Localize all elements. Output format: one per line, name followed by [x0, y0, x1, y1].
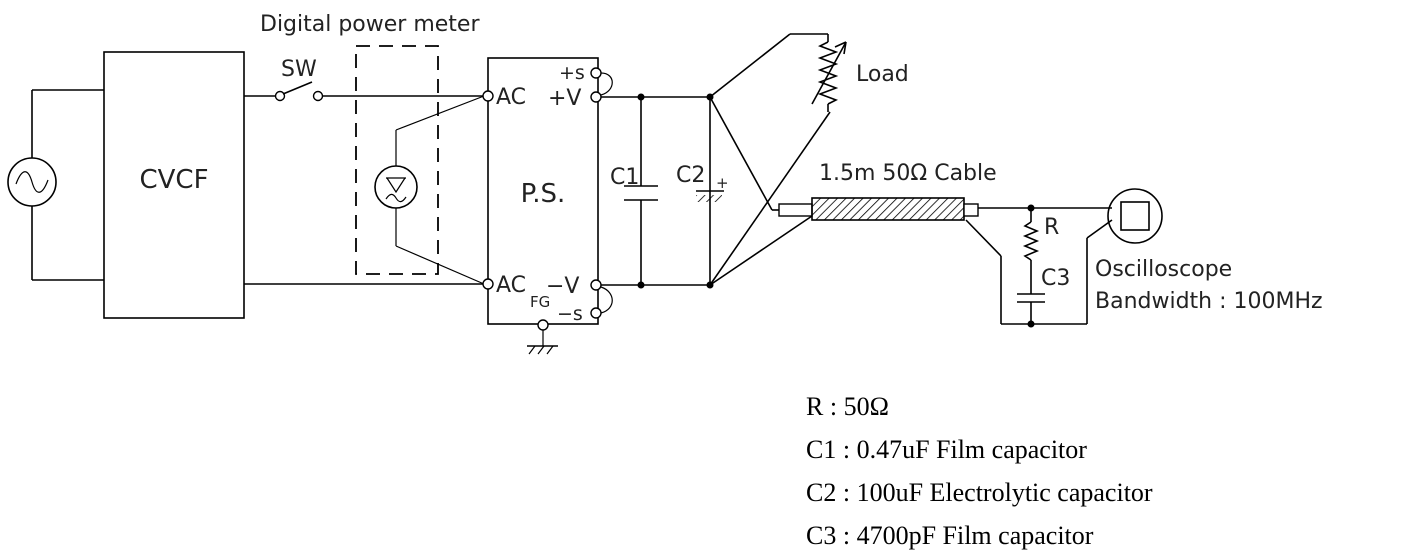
legend-item: C3 : 4700pF Film capacitor [806, 521, 1094, 550]
ac-top-label: AC [496, 85, 526, 110]
resistor-r-icon [1022, 221, 1040, 261]
bandwidth-label: Bandwidth : 100MHz [1095, 289, 1323, 314]
legend-item: R : 50Ω [806, 392, 889, 421]
ac-bottom-label: AC [496, 273, 526, 298]
minus-v-terminal [590, 279, 602, 291]
switch-label: SW [281, 57, 317, 82]
mains-wires [244, 95, 484, 285]
load-resistor-icon: Load [811, 41, 909, 105]
fg-terminal [537, 319, 549, 331]
plus-v-label: +V [548, 86, 581, 111]
coax-cable-icon: 1.5m 50Ω Cable [778, 161, 997, 221]
c3-label: C3 [1041, 266, 1070, 291]
cable-wiring [709, 96, 813, 286]
cable-label: 1.5m 50Ω Cable [819, 161, 997, 186]
oscilloscope-label: Oscilloscope [1095, 257, 1232, 282]
power-meter-label: Digital power meter [260, 12, 480, 37]
load-label: Load [856, 62, 909, 87]
c2-label: C2 [676, 163, 705, 188]
ac-input-top-terminal [482, 90, 494, 102]
minus-s-label: −s [557, 303, 583, 325]
termination-network: R C3 [965, 204, 1113, 328]
cvcf-box: CVCF [103, 51, 245, 319]
switch-icon: SW [274, 57, 324, 102]
c1-label: C1 [610, 165, 639, 190]
load-wiring [709, 33, 831, 286]
r-label: R [1044, 215, 1059, 240]
component-legend: R : 50Ω C1 : 0.47uF Film capacitor C2 : … [806, 392, 1153, 550]
plus-s-label: +s [559, 62, 585, 84]
plus-v-terminal [590, 91, 602, 103]
plus-s-terminal [590, 67, 602, 79]
ac-input-bottom-terminal [482, 278, 494, 290]
cvcf-label: CVCF [139, 165, 208, 195]
minus-v-label: −V [546, 274, 579, 299]
digital-power-meter: Digital power meter [260, 12, 485, 285]
capacitor-c2-icon: C2 + [676, 97, 729, 285]
legend-item: C2 : 100uF Electrolytic capacitor [806, 478, 1153, 507]
c2-polarity-label: + [716, 174, 729, 192]
ac-source-icon [7, 89, 104, 281]
capacitor-c1-icon: C1 [610, 97, 658, 285]
ps-label: P.S. [521, 179, 566, 209]
power-supply-box: P.S. AC AC +s +V −V −s FG [482, 57, 613, 355]
oscilloscope-icon: Oscilloscope Bandwidth : 100MHz [1095, 188, 1323, 314]
minus-s-terminal [590, 307, 602, 319]
fg-label: FG [530, 293, 550, 311]
voltmeter-icon [374, 165, 418, 209]
legend-item: C1 : 0.47uF Film capacitor [806, 435, 1087, 464]
